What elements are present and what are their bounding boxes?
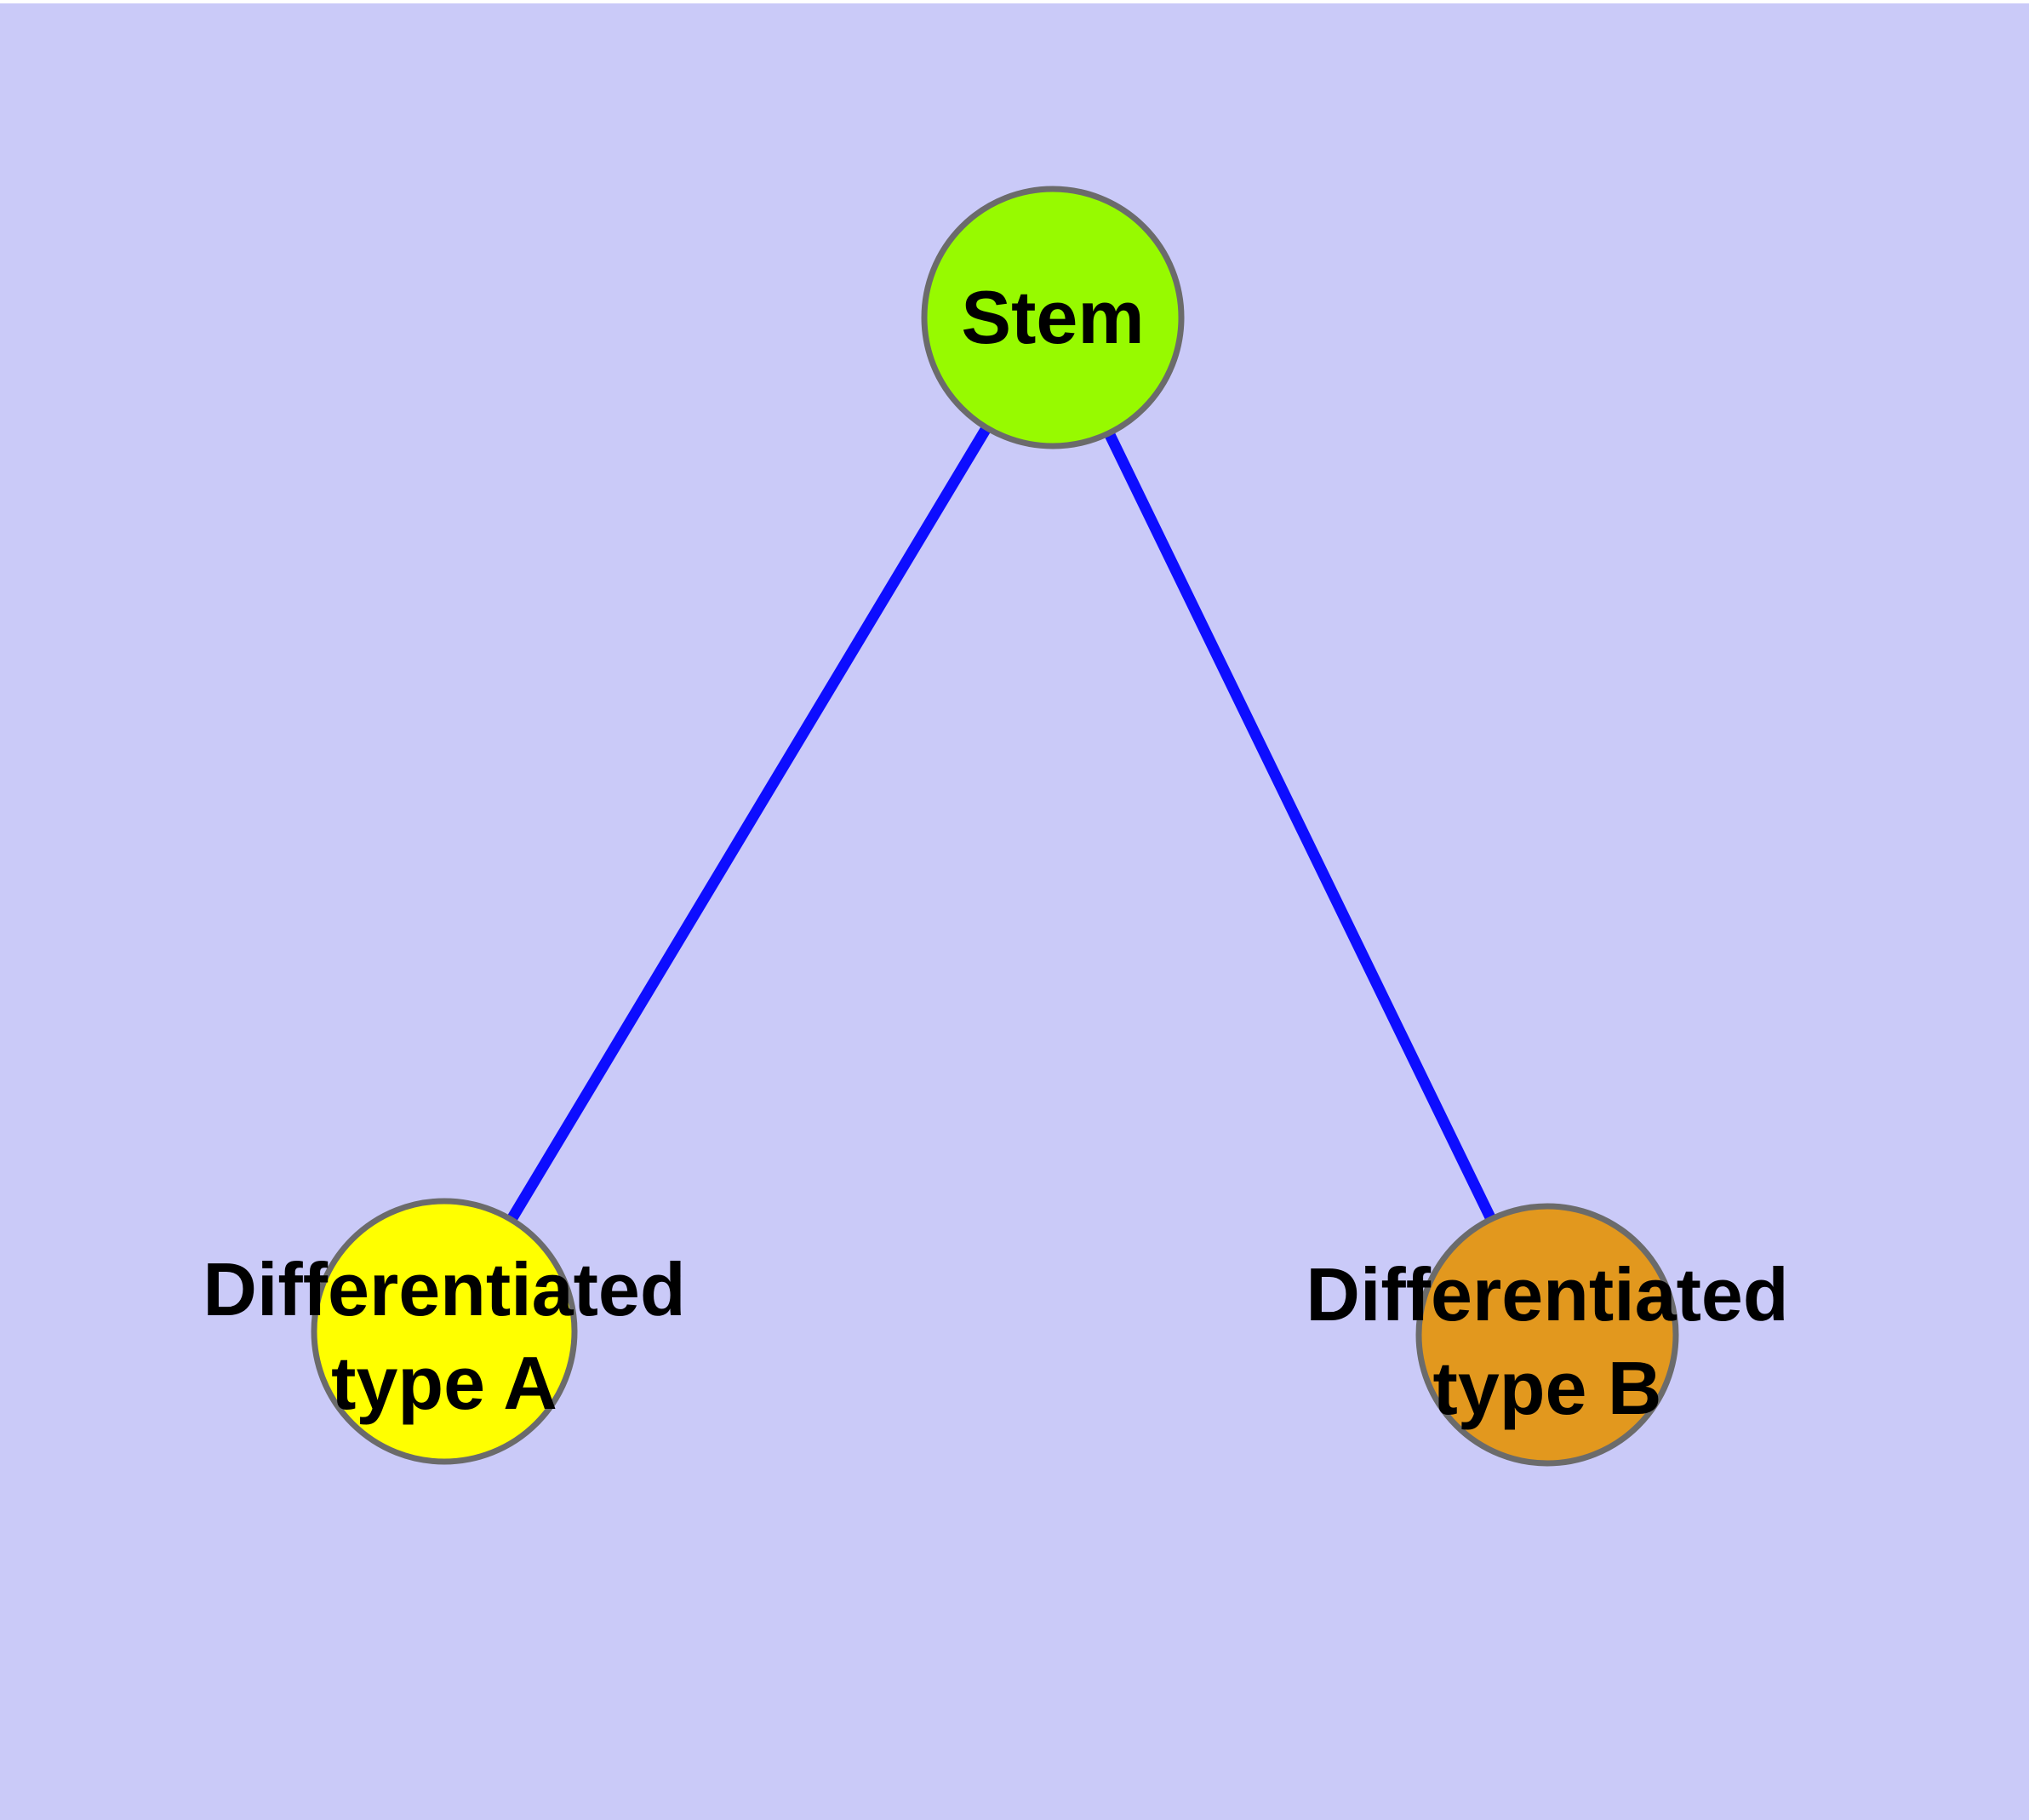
node-stem-label: Stem [961,275,1145,359]
node-differentiated-type-a-label-line1: Differentiated [203,1247,686,1331]
node-differentiated-type-a-label: Differentiated type A [203,1243,685,1430]
node-stem-circle [921,186,1185,449]
edge-stem-to-type-b [1048,315,1552,1337]
node-differentiated-type-b-label: Differentiated type B [1306,1248,1788,1435]
top-edge-strip [0,0,2029,3]
edge-stem-to-type-a [439,314,1058,1335]
node-differentiated-type-b-label-line1: Differentiated [1306,1252,1789,1336]
node-differentiated-type-b-circle [1415,1203,1679,1467]
node-differentiated-type-a-circle [311,1198,578,1465]
node-differentiated-type-b-label-line2: type B [1432,1346,1662,1430]
node-differentiated-type-a-label-line2: type A [331,1341,557,1425]
